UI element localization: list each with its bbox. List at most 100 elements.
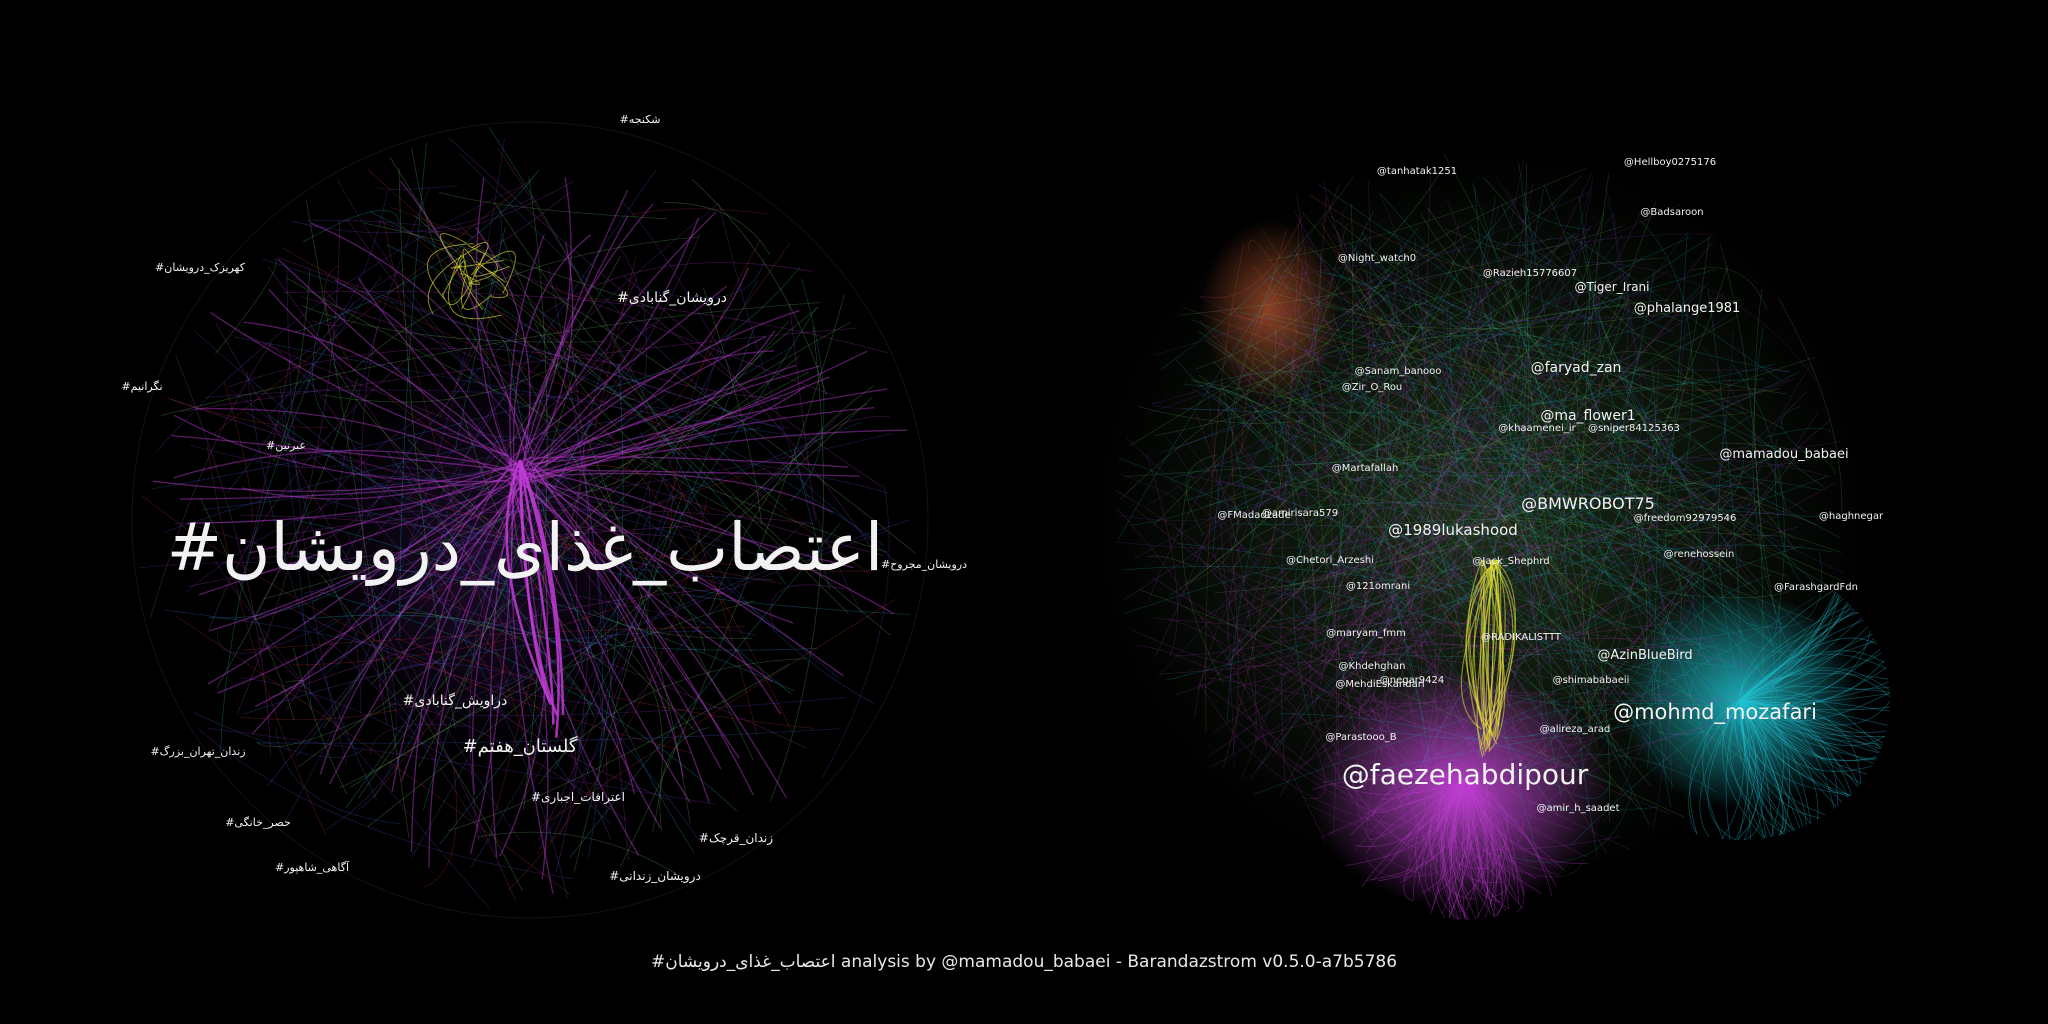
network-edge [1739, 593, 1839, 701]
network-edge [528, 456, 849, 468]
network-edge [1347, 644, 1577, 671]
network-edge [1349, 364, 1779, 646]
network-edge [1441, 779, 1476, 900]
network-edge [1351, 664, 1371, 708]
network-edge [524, 309, 800, 477]
network-edge [1739, 699, 1763, 841]
network-edge [617, 243, 648, 429]
network-edge [525, 457, 740, 759]
network-edge [1739, 699, 1821, 819]
network-edge [339, 658, 558, 789]
network-edge [524, 472, 833, 513]
network-edge [1540, 201, 1657, 516]
network-edge [589, 472, 754, 761]
network-edge [1283, 515, 1675, 590]
network-edge [1120, 355, 1303, 500]
network-edge [286, 267, 348, 766]
network-edge [1739, 591, 1836, 701]
network-edge [1739, 667, 1887, 708]
network-edge [1362, 390, 1808, 706]
network-edge [1218, 299, 1421, 397]
network-edge [1391, 330, 1694, 511]
network-edge [1205, 243, 1245, 732]
network-edge [382, 218, 535, 766]
network-edge [1171, 273, 1632, 607]
network-edge [1588, 445, 1697, 641]
network-edge [1634, 405, 1672, 475]
network-edge [1679, 295, 1694, 390]
network-edge [1739, 699, 1767, 838]
network-edge [1754, 289, 1777, 615]
user-label-small: @sniper84125363 [1588, 423, 1680, 434]
network-edge [393, 506, 573, 754]
network-edge [215, 258, 277, 354]
network-edge [1720, 442, 1836, 475]
network-edge [1281, 536, 1442, 684]
network-edge [1320, 222, 1567, 587]
network-edge [1308, 804, 1621, 850]
network-edge [1491, 545, 1673, 766]
network-edge [1436, 426, 1474, 591]
network-edge [1195, 412, 1257, 743]
network-edge [1464, 492, 1730, 868]
network-edge [1442, 779, 1466, 920]
network-edge [1551, 535, 1690, 737]
network-edge [1622, 404, 1676, 440]
network-edge [369, 211, 787, 511]
network-edge [1330, 215, 1547, 389]
network-edge [1455, 779, 1470, 896]
hashtag-label: #اعترافات_اجباری [531, 790, 625, 805]
network-edge [1739, 686, 1890, 701]
network-edge [388, 703, 628, 821]
network-edge [599, 363, 624, 758]
network-edge [1400, 779, 1466, 883]
network-edge [428, 470, 590, 779]
network-edge [441, 253, 485, 306]
network-edge [1482, 559, 1506, 751]
network-edge [1265, 339, 1545, 396]
network-edge [1357, 259, 1400, 758]
network-edge [1435, 687, 1476, 745]
network-edge [1517, 700, 1766, 703]
network-edge [1269, 276, 1390, 311]
network-edge [367, 168, 871, 575]
network-edge [1184, 437, 1307, 502]
user-label-small: @RADIKALISTTT [1481, 632, 1562, 643]
network-edge [485, 250, 516, 294]
network-edge [662, 201, 770, 255]
network-edge [1251, 356, 1433, 500]
network-edge [1434, 779, 1466, 821]
network-edge [1479, 559, 1498, 749]
network-edge [1212, 573, 1397, 662]
network-edge [1464, 779, 1497, 918]
network-edge [1454, 347, 1707, 386]
network-edge [1355, 616, 1568, 852]
network-edge [1151, 330, 1389, 411]
network-edge [139, 562, 757, 636]
network-edge [1430, 676, 1778, 768]
network-edge [1235, 587, 1510, 852]
network-edge [1739, 699, 1791, 833]
network-edge [189, 444, 346, 468]
network-edge [1443, 153, 1597, 501]
network-edge [1252, 406, 1422, 503]
network-edge [1449, 779, 1466, 918]
network-edge [471, 484, 528, 795]
network-edge [1427, 344, 1539, 634]
network-edge [277, 257, 760, 421]
network-edge [411, 147, 550, 424]
network-edge [1616, 343, 1643, 519]
network-edge [1464, 779, 1489, 879]
network-edge [1410, 655, 1711, 712]
network-edge [1492, 559, 1516, 738]
network-edge [1468, 598, 1674, 816]
network-edge [399, 180, 534, 485]
network-edge [1367, 687, 1687, 739]
network-edge [1454, 779, 1466, 880]
network-edge [450, 259, 505, 269]
network-edge [296, 520, 503, 584]
network-edge [708, 385, 874, 615]
network-edge [1340, 261, 1459, 347]
network-edge [1464, 779, 1496, 918]
